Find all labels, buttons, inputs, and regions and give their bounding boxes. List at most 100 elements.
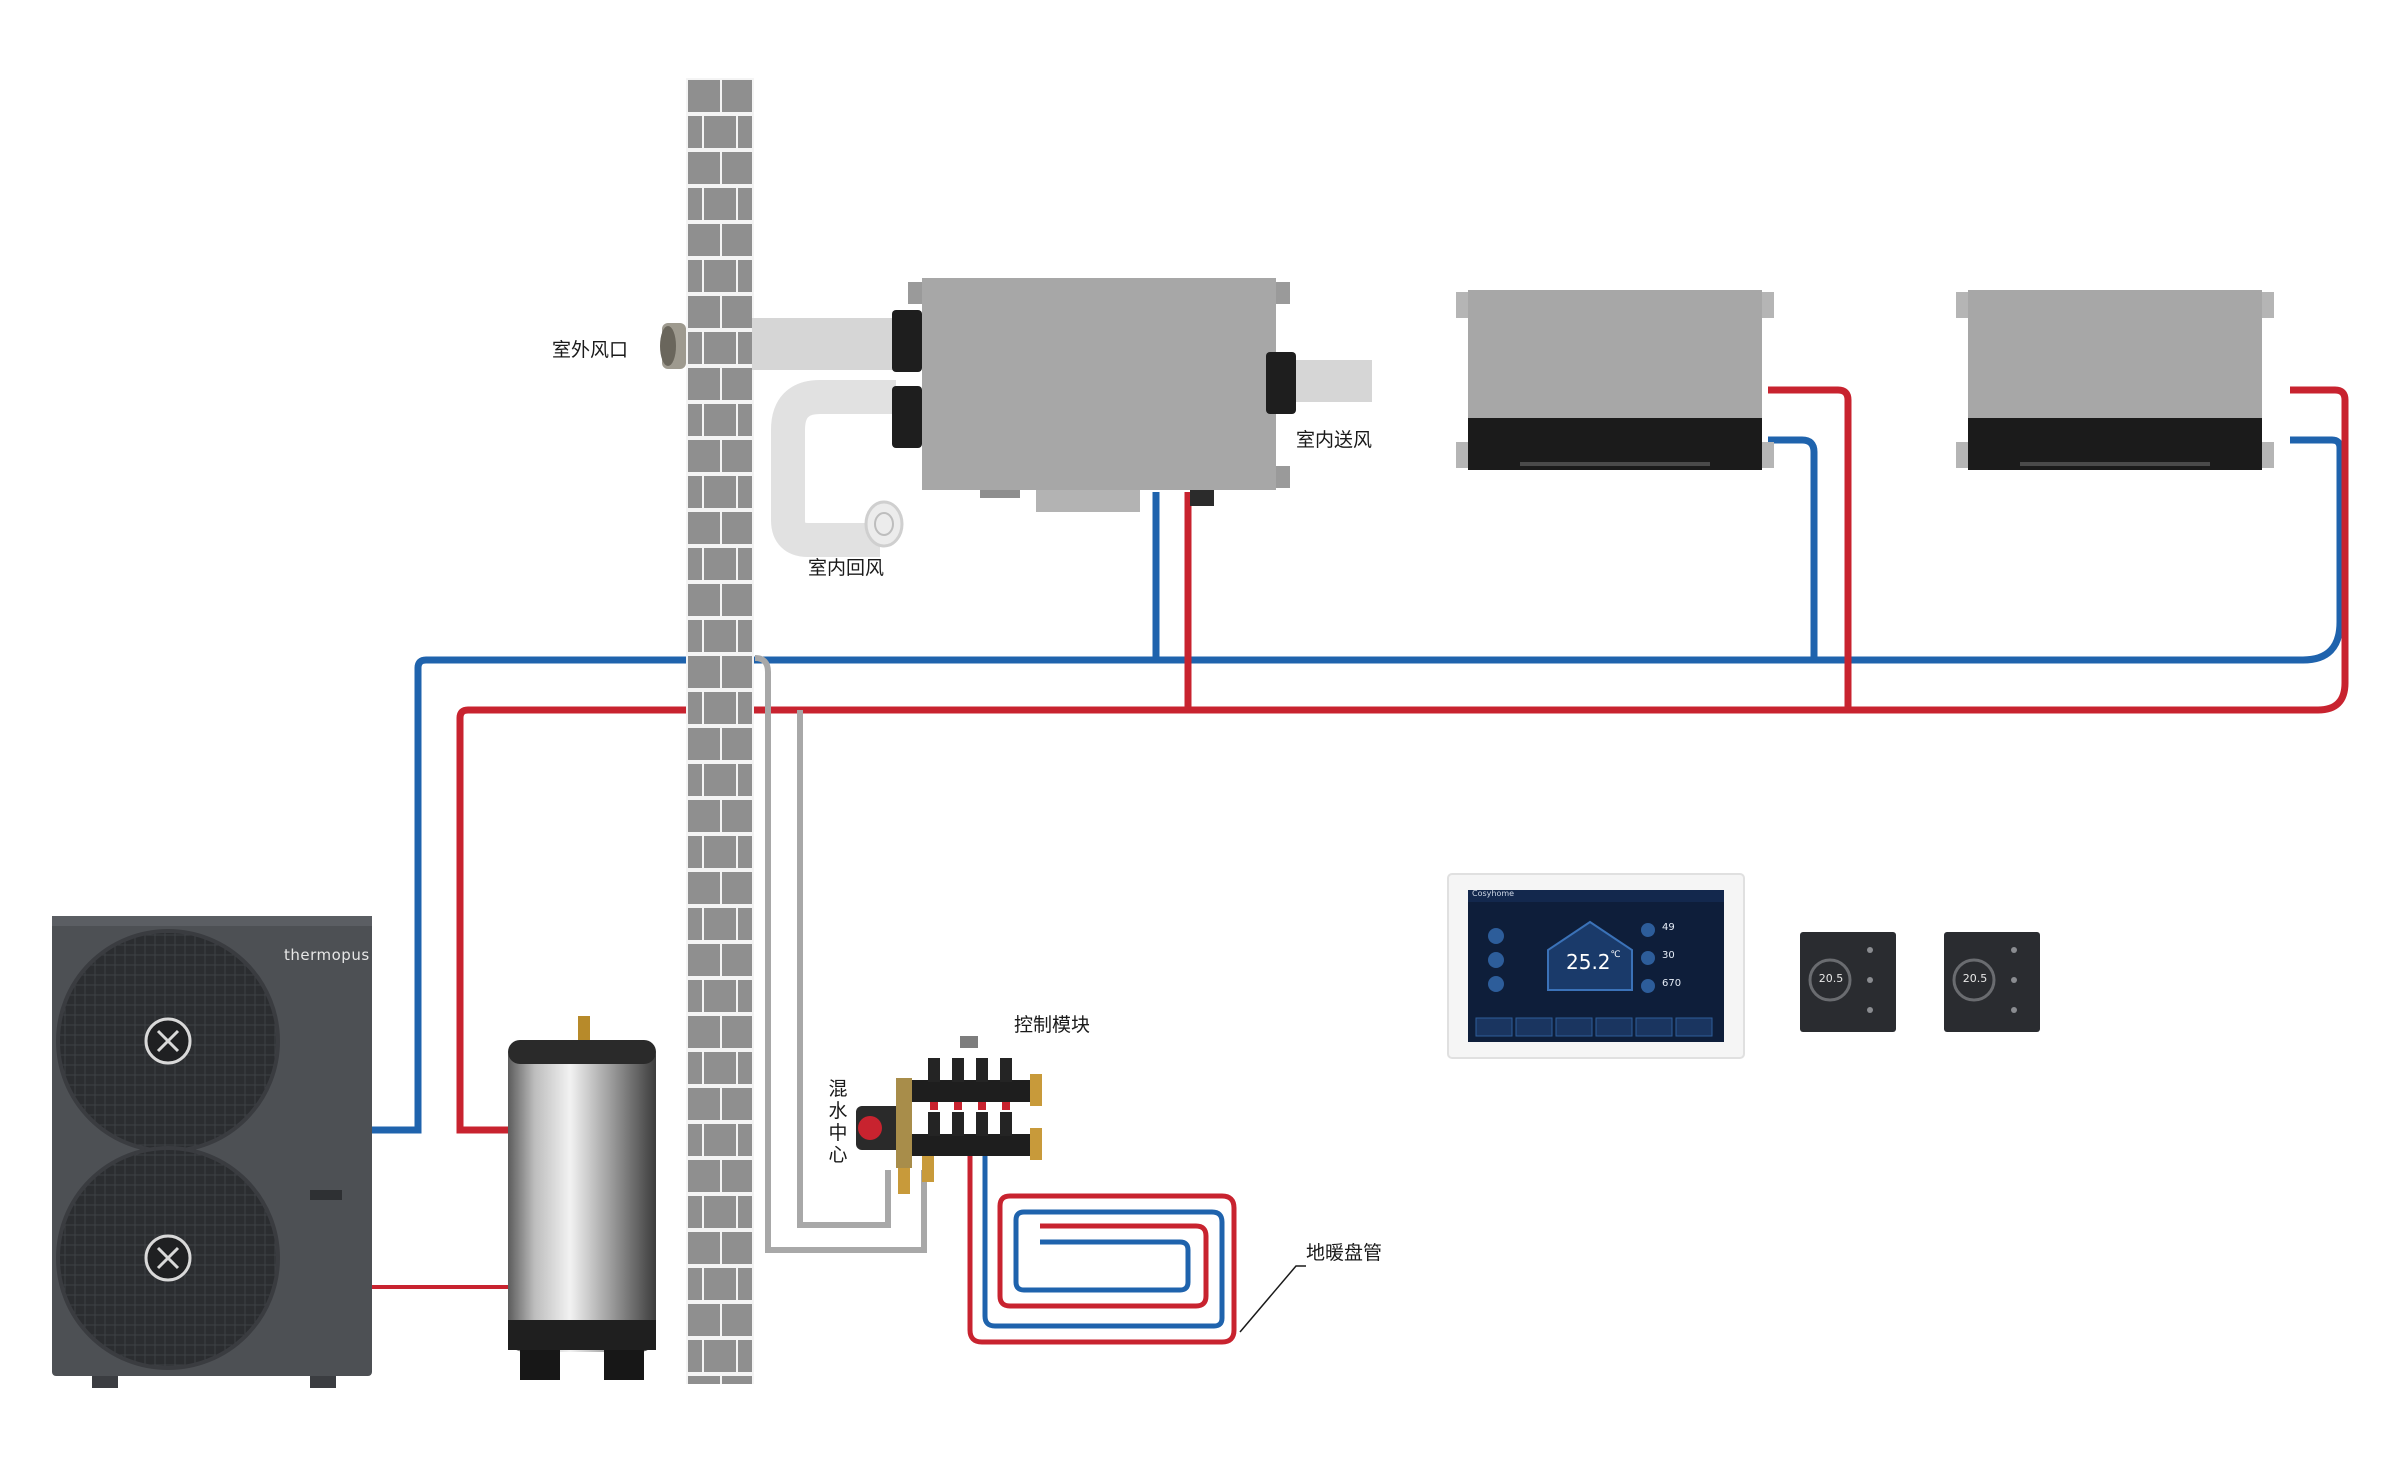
brick — [722, 1304, 752, 1336]
brick — [704, 908, 736, 940]
brick — [738, 836, 752, 868]
brick — [704, 548, 736, 580]
brick — [722, 944, 752, 976]
brick — [688, 1304, 720, 1336]
brick — [704, 836, 736, 868]
brick — [722, 80, 752, 112]
brick — [722, 1376, 752, 1384]
brick — [688, 1340, 702, 1372]
brick — [688, 188, 702, 220]
brick — [738, 116, 752, 148]
brick — [688, 764, 702, 796]
wall-thermostat-2 — [1944, 932, 2040, 1032]
brick — [688, 836, 702, 868]
indoor-return-label: 室内回风 — [808, 557, 885, 579]
wall-thermostat-1 — [1800, 932, 1896, 1032]
brick — [722, 656, 752, 688]
outdoor-vent-cap — [660, 323, 686, 369]
brick — [738, 980, 752, 1012]
brick — [688, 440, 720, 472]
panel-reading-2: 30 — [1662, 950, 1675, 961]
brick — [722, 1232, 752, 1264]
indoor-supply-label: 室内送风 — [1296, 429, 1373, 451]
brick — [688, 1016, 720, 1048]
panel-temperature-unit: ℃ — [1610, 950, 1621, 960]
brick — [688, 728, 720, 760]
brick — [738, 404, 752, 436]
brick — [688, 152, 720, 184]
brick-wall — [686, 78, 754, 1384]
brick — [688, 548, 702, 580]
brick — [738, 188, 752, 220]
brick — [704, 116, 736, 148]
fan-coil-unit-2 — [1956, 290, 2274, 470]
brick — [704, 260, 736, 292]
brick — [738, 1124, 752, 1156]
brick — [738, 908, 752, 940]
brick — [722, 1016, 752, 1048]
brick — [688, 692, 702, 724]
brick — [688, 224, 720, 256]
control-module-label: 控制模块 — [1014, 1014, 1091, 1036]
house-icon — [1547, 920, 1633, 991]
outdoor-vent-label: 室外风口 — [552, 339, 629, 361]
brick — [688, 332, 702, 364]
brick — [688, 800, 720, 832]
brick — [722, 512, 752, 544]
brick — [688, 1196, 702, 1228]
brick — [704, 332, 736, 364]
brick — [704, 476, 736, 508]
brick — [722, 728, 752, 760]
brick — [688, 80, 720, 112]
floor-coil-label: 地暖盘管 — [1306, 1242, 1383, 1264]
supply-pipe-fancoil-1 — [1768, 386, 1852, 710]
brick — [722, 1088, 752, 1120]
brick — [738, 1340, 752, 1372]
supply-pipe-main — [456, 386, 2349, 1134]
brick — [688, 512, 720, 544]
brick — [688, 1160, 720, 1192]
brick — [738, 1052, 752, 1084]
brick — [722, 1160, 752, 1192]
brick — [704, 764, 736, 796]
brick — [722, 368, 752, 400]
brick — [704, 980, 736, 1012]
brick — [688, 1124, 702, 1156]
brick — [704, 1268, 736, 1300]
fan-coil-unit-1 — [1456, 290, 1774, 470]
brick — [738, 1268, 752, 1300]
brick — [688, 980, 702, 1012]
brick — [722, 800, 752, 832]
brick — [688, 116, 702, 148]
brick — [688, 872, 720, 904]
return-pipe-main — [370, 436, 2344, 1134]
brick — [738, 332, 752, 364]
brick — [738, 260, 752, 292]
brick — [738, 620, 752, 652]
brick — [722, 872, 752, 904]
panel-temperature-value: 25.2 — [1566, 950, 1611, 974]
brick — [688, 404, 702, 436]
mixing-pipe-inner — [797, 710, 891, 1228]
thermostat-1-display: 20.5 — [1818, 972, 1844, 985]
brick — [704, 1340, 736, 1372]
brick — [704, 188, 736, 220]
brick — [688, 944, 720, 976]
brick — [688, 620, 702, 652]
panel-brand: Cosyhome — [1472, 889, 1515, 898]
brick — [688, 368, 720, 400]
mixing-center-label: 混水中心 — [828, 1078, 848, 1166]
floor-heating-coil — [967, 1150, 1237, 1345]
brick — [688, 1052, 702, 1084]
brick — [738, 1196, 752, 1228]
thermostat-2-display: 20.5 — [1962, 972, 1988, 985]
brick — [704, 620, 736, 652]
mixing-center-manifold — [856, 1036, 1042, 1194]
brick — [688, 908, 702, 940]
brick — [704, 1052, 736, 1084]
brick — [688, 656, 720, 688]
panel-temperature: 25.2℃ — [1566, 950, 1621, 974]
touch-control-panel — [1447, 873, 1745, 1059]
panel-reading-3: 670 — [1662, 978, 1682, 989]
